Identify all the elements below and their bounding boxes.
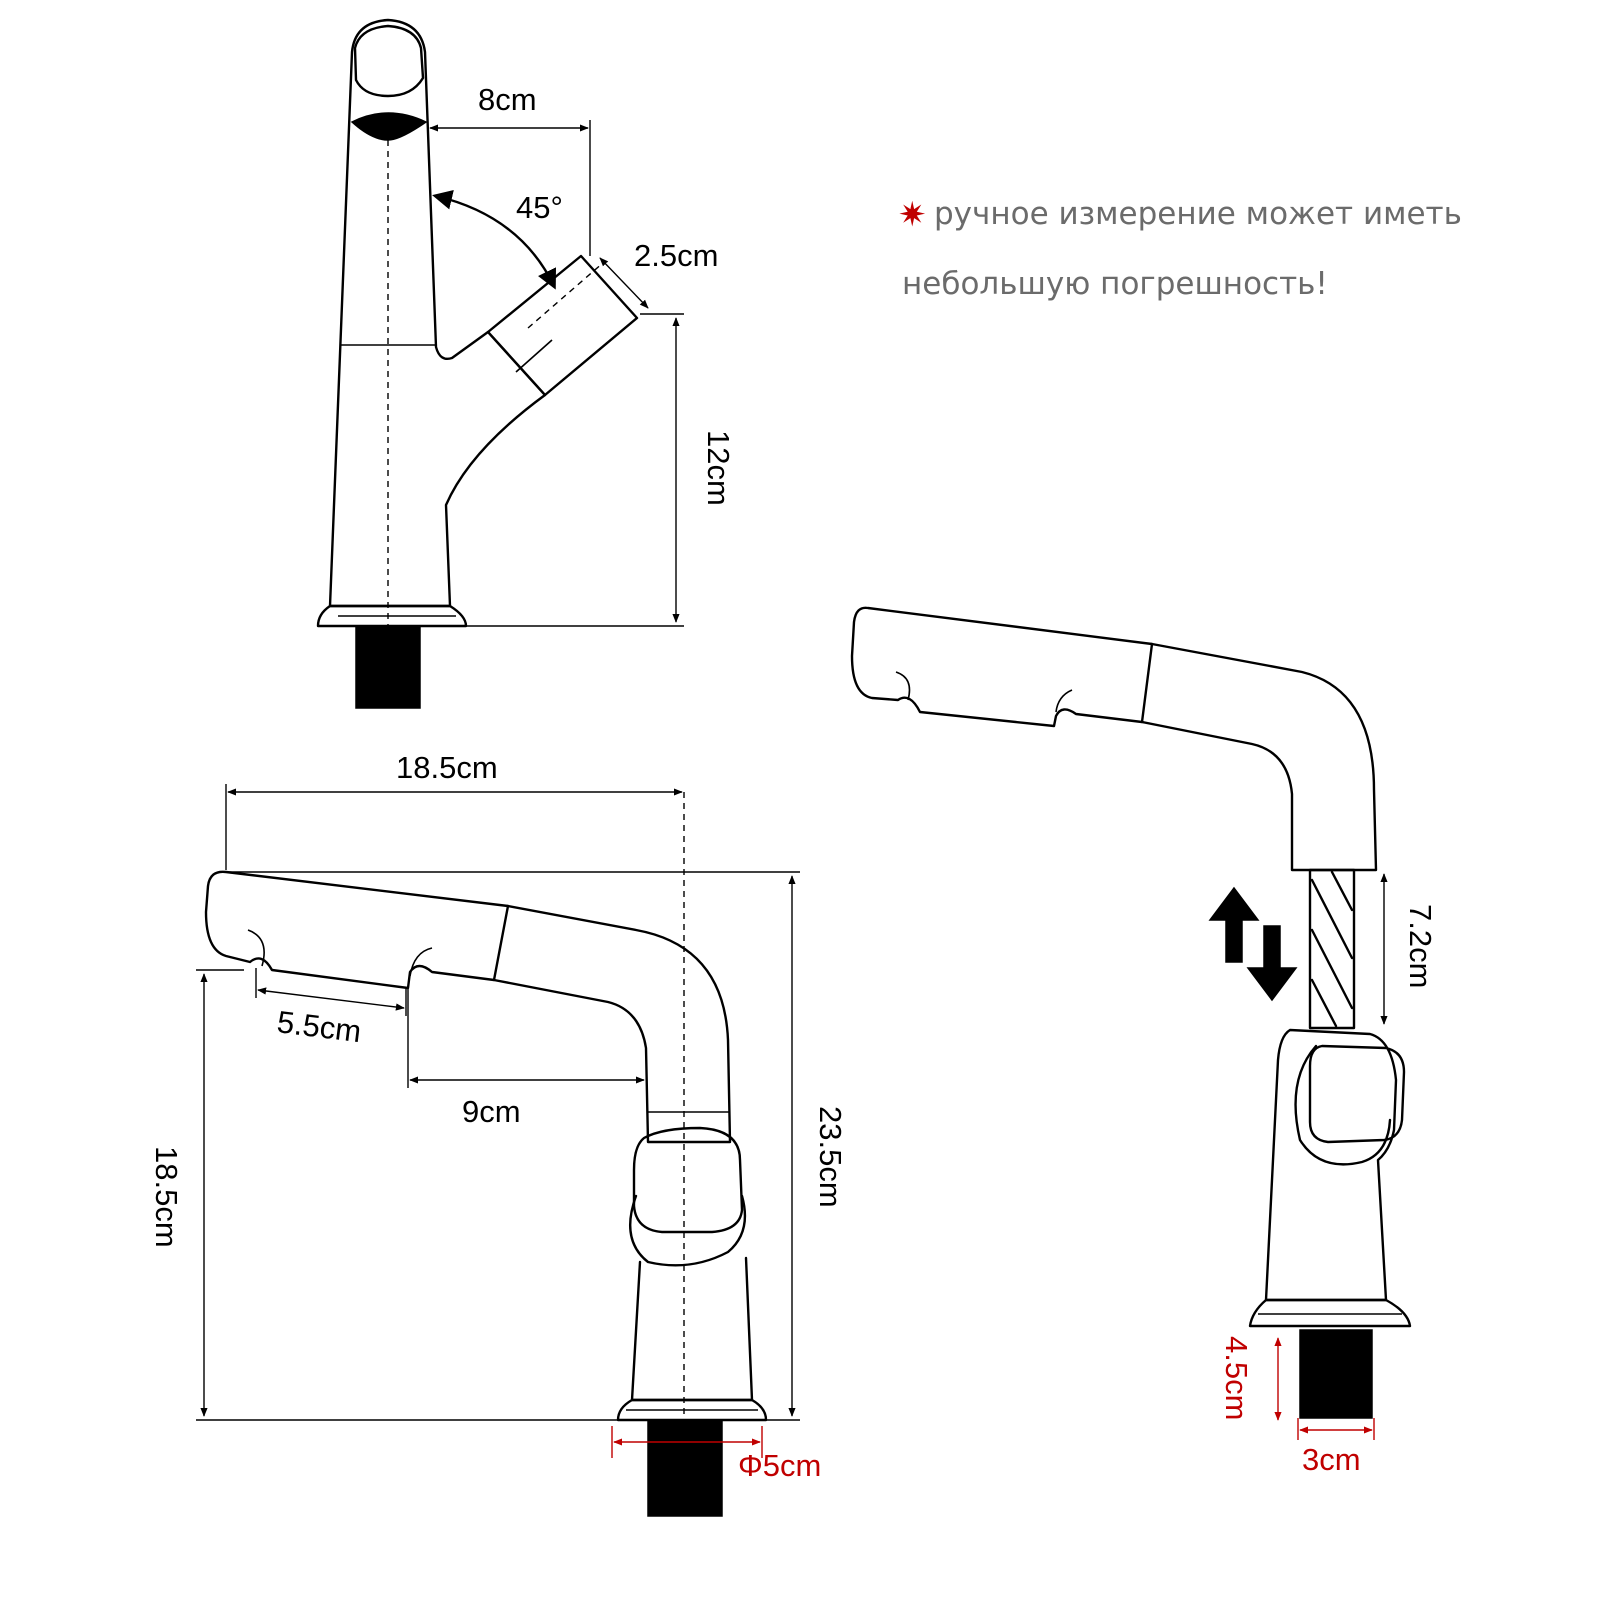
dim-total-reach: 18.5cm xyxy=(396,750,498,785)
dim-shank-length: 4.5cm xyxy=(1219,1336,1254,1420)
side-view-spray-head xyxy=(204,870,510,990)
pullout-view-handle xyxy=(1308,1044,1406,1144)
dim-spout-height: 18.5cm xyxy=(149,1146,184,1248)
dim-spray-head-width: 2.5cm xyxy=(634,238,718,273)
pullout-view-hose xyxy=(1308,868,1356,1030)
dim-hose-pull-length: 7.2cm xyxy=(1403,904,1438,988)
dim-neck-offset: 9cm xyxy=(462,1094,521,1129)
front-view-faucet xyxy=(316,18,639,709)
front-view-handle-slot xyxy=(350,112,428,141)
red-star-icon: ✷ xyxy=(898,195,927,235)
dim-spout-angle: 45° xyxy=(516,190,563,225)
up-down-arrows-icon xyxy=(1208,886,1298,1002)
pullout-view-spout-arm xyxy=(1140,642,1378,872)
front-view-handle-cap xyxy=(353,24,425,98)
front-view-dimensions: 8cm 45° 2.5cm 12cm xyxy=(429,82,736,627)
dim-total-height: 23.5cm xyxy=(813,1106,848,1208)
pullout-view-faucet xyxy=(850,606,1412,1419)
side-view-faucet xyxy=(204,792,768,1517)
dim-base-diameter: Φ5cm xyxy=(738,1448,821,1483)
pullout-view-spray-head xyxy=(850,606,1154,728)
pullout-view-dimensions: 7.2cm 4.5cm 3cm xyxy=(1219,873,1438,1477)
side-view-dimensions: 18.5cm 23.5cm 18.5cm 5.5cm 9cm Φ5cm xyxy=(149,750,848,1483)
pullout-view-handle-ring xyxy=(1294,1044,1392,1166)
dim-head-length: 5.5cm xyxy=(275,1004,363,1049)
pullout-view-body xyxy=(1264,1028,1398,1302)
pullout-view-hose-stripes xyxy=(1310,870,1354,1028)
front-view-shank xyxy=(355,625,421,709)
side-view-shank xyxy=(647,1419,723,1517)
dim-shank-width: 3cm xyxy=(1302,1442,1361,1477)
front-view-spray-head xyxy=(486,254,639,397)
front-view-body xyxy=(328,18,547,608)
side-view-handle xyxy=(632,1126,744,1234)
measurement-note: ✷ ручное измерение может иметь небольшую… xyxy=(898,195,1462,302)
side-view-handle-ring xyxy=(629,1194,747,1267)
dim-top-spout-reach: 8cm xyxy=(478,82,537,117)
side-view-body xyxy=(630,1256,754,1402)
dim-top-height: 12cm xyxy=(701,430,736,506)
side-view-spout-arm xyxy=(492,904,732,1144)
pullout-view-base xyxy=(1248,1298,1412,1328)
note-line-2: небольшую погрешность! xyxy=(902,266,1328,302)
pullout-view-shank xyxy=(1299,1329,1373,1419)
note-line-1: ручное измерение может иметь xyxy=(934,196,1462,232)
